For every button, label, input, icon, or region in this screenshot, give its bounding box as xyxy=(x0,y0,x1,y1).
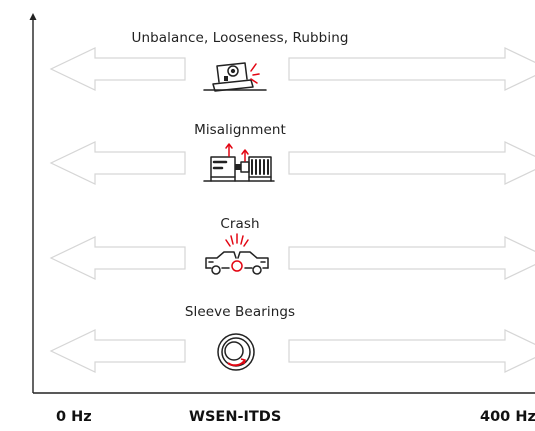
axis-label-right: 400 Hz xyxy=(480,409,535,425)
sleeve-bearing-icon xyxy=(217,333,255,371)
category-label-2: Misalignment xyxy=(194,122,286,138)
axis-label-center: WSEN-ITDS xyxy=(189,409,282,425)
category-label-3: Crash xyxy=(220,216,260,232)
car-crash-icon xyxy=(205,233,269,275)
left-arrow-row-1 xyxy=(49,47,186,91)
unbalanced-machine-icon xyxy=(203,62,267,92)
category-label-4: Sleeve Bearings xyxy=(184,304,296,320)
left-arrow-row-2 xyxy=(49,141,186,185)
misaligned-shaft-icon xyxy=(203,143,275,182)
right-arrow-row-2 xyxy=(288,141,535,185)
y-axis-arrowhead xyxy=(29,13,37,20)
axis-label-left: 0 Hz xyxy=(56,409,92,425)
right-arrow-row-4 xyxy=(288,329,535,373)
right-arrow-row-3 xyxy=(288,236,535,280)
right-arrow-row-1 xyxy=(288,47,535,91)
category-label-1: Unbalance, Looseness, Rubbing xyxy=(131,30,349,46)
left-arrow-row-3 xyxy=(49,236,186,280)
left-arrow-row-4 xyxy=(49,329,186,373)
